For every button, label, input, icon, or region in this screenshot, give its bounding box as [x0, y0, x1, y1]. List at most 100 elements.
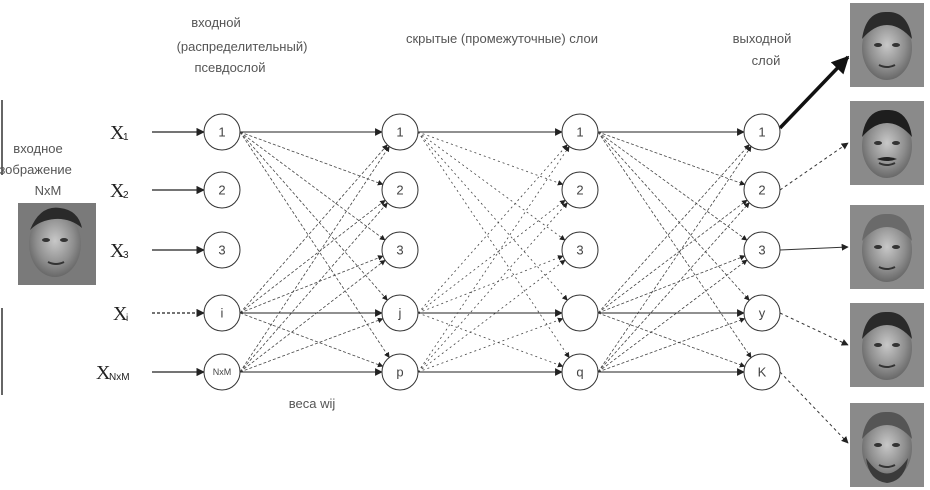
connection-1-3-2: [417, 255, 564, 314]
neuron-circle: [203, 353, 241, 391]
input-image-label-1: входное: [13, 141, 62, 156]
neuron-label: NxM: [213, 367, 232, 377]
neuron-label: 1: [396, 125, 403, 140]
connection-0-4-0: [239, 145, 390, 373]
connection-lines: [152, 55, 850, 444]
connection-0-3-1: [239, 199, 386, 314]
connection-0-4-1: [239, 202, 388, 373]
input-var-1: X2: [110, 180, 129, 202]
connection-2-0-4: [597, 131, 752, 359]
neuron-label: K: [758, 365, 767, 380]
neuron-label: 2: [396, 183, 403, 198]
input-var-2: X3: [110, 240, 129, 262]
connection-1-0-1: [417, 131, 564, 186]
neuron-output-0: 1: [743, 113, 781, 151]
neuron-hidden1-1: 2: [381, 171, 419, 209]
neuron-input-4: NxM: [203, 353, 241, 391]
connection-1-3-1: [417, 199, 566, 314]
neuron-hidden2-1: 2: [561, 171, 599, 209]
output-arrow-1: [779, 142, 849, 191]
connection-2-4-2: [597, 259, 748, 373]
neuron-input-2: 3: [203, 231, 241, 269]
input-var-symbol: X: [110, 180, 125, 202]
output-arrow-4: [779, 371, 849, 444]
neuron-label: q: [576, 365, 583, 380]
input-var-0: X1: [110, 122, 129, 144]
neuron-label: 3: [396, 243, 403, 258]
output-layer-label-2: слой: [752, 53, 781, 68]
input-layer-label-1: входной: [191, 15, 240, 30]
connection-2-3-0: [597, 144, 750, 314]
input-layer-label-3: псевдослой: [194, 60, 265, 75]
connection-1-0-4: [417, 131, 570, 359]
connection-1-0-3: [417, 131, 568, 301]
connection-0-0-2: [239, 131, 386, 241]
connection-2-3-1: [597, 199, 748, 314]
neuron-circle: [743, 113, 781, 151]
neuron-circle: [381, 171, 419, 209]
neuron-circle: [743, 353, 781, 391]
neuron-input-0: 1: [203, 113, 241, 151]
neuron-label: y: [759, 306, 766, 321]
output-faces: [850, 3, 924, 487]
connection-1-3-0: [417, 144, 568, 314]
neuron-circle: [381, 113, 419, 151]
output-face-1: [850, 3, 924, 87]
neuron-circle: [743, 231, 781, 269]
connection-2-4-3: [597, 317, 746, 373]
input-var-subscript: NxM: [109, 372, 130, 383]
connection-1-4-1: [417, 202, 568, 373]
connection-2-4-1: [597, 202, 750, 373]
connection-0-4-3: [239, 317, 384, 373]
neuron-hidden2-0: 1: [561, 113, 599, 151]
neuron-label: j: [398, 306, 402, 321]
output-face-5: [850, 403, 924, 487]
neuron-output-2: 3: [743, 231, 781, 269]
connection-0-0-4: [239, 131, 390, 359]
output-arrow-3: [779, 312, 849, 346]
output-arrow-0: [778, 55, 850, 130]
neuron-circle: [561, 231, 599, 269]
neuron-hidden2-4: q: [561, 353, 599, 391]
input-layer-label-2: (распределительный): [177, 39, 308, 54]
neuron-circle: [561, 294, 599, 332]
connection-1-4-0: [417, 145, 570, 373]
connection-0-3-4: [239, 312, 384, 368]
neuron-hidden1-0: 1: [381, 113, 419, 151]
neuron-output-1: 2: [743, 171, 781, 209]
connection-0-0-3: [239, 131, 388, 301]
input-image-label-2: изображение: [0, 162, 72, 177]
connection-0-3-2: [239, 255, 384, 314]
neuron-circle: [561, 353, 599, 391]
weights-label: веса wij: [289, 396, 336, 411]
connection-0-4-2: [239, 259, 386, 373]
neuron-circle: [381, 294, 419, 332]
neuron-label: 2: [218, 183, 225, 198]
output-arrow-2: [779, 243, 849, 251]
neuron-input-3: i: [203, 294, 241, 332]
connection-1-3-4: [417, 312, 564, 368]
neuron-circle: [203, 171, 241, 209]
connection-1-4-2: [417, 259, 566, 373]
connection-0-3-0: [239, 144, 388, 314]
neuron-circle: [561, 113, 599, 151]
neuron-circle: [203, 113, 241, 151]
neuron-input-1: 2: [203, 171, 241, 209]
output-face-3: [850, 205, 924, 289]
input-var-subscript: 1: [123, 132, 129, 143]
connection-2-0-1: [597, 131, 746, 186]
neuron-label: 1: [758, 125, 765, 140]
output-face-4: [850, 303, 924, 387]
connection-1-0-2: [417, 131, 566, 241]
neuron-label: 2: [576, 183, 583, 198]
neuron-hidden1-4: p: [381, 353, 419, 391]
neuron-hidden2-2: 3: [561, 231, 599, 269]
neuron-label: i: [221, 306, 224, 321]
input-image-label-3: NxM: [35, 183, 62, 198]
neuron-circle: [743, 171, 781, 209]
input-var-subscript: 2: [123, 190, 129, 201]
neuron-hidden1-3: j: [381, 294, 419, 332]
output-face-2: [850, 101, 924, 185]
neuron-label: 3: [576, 243, 583, 258]
